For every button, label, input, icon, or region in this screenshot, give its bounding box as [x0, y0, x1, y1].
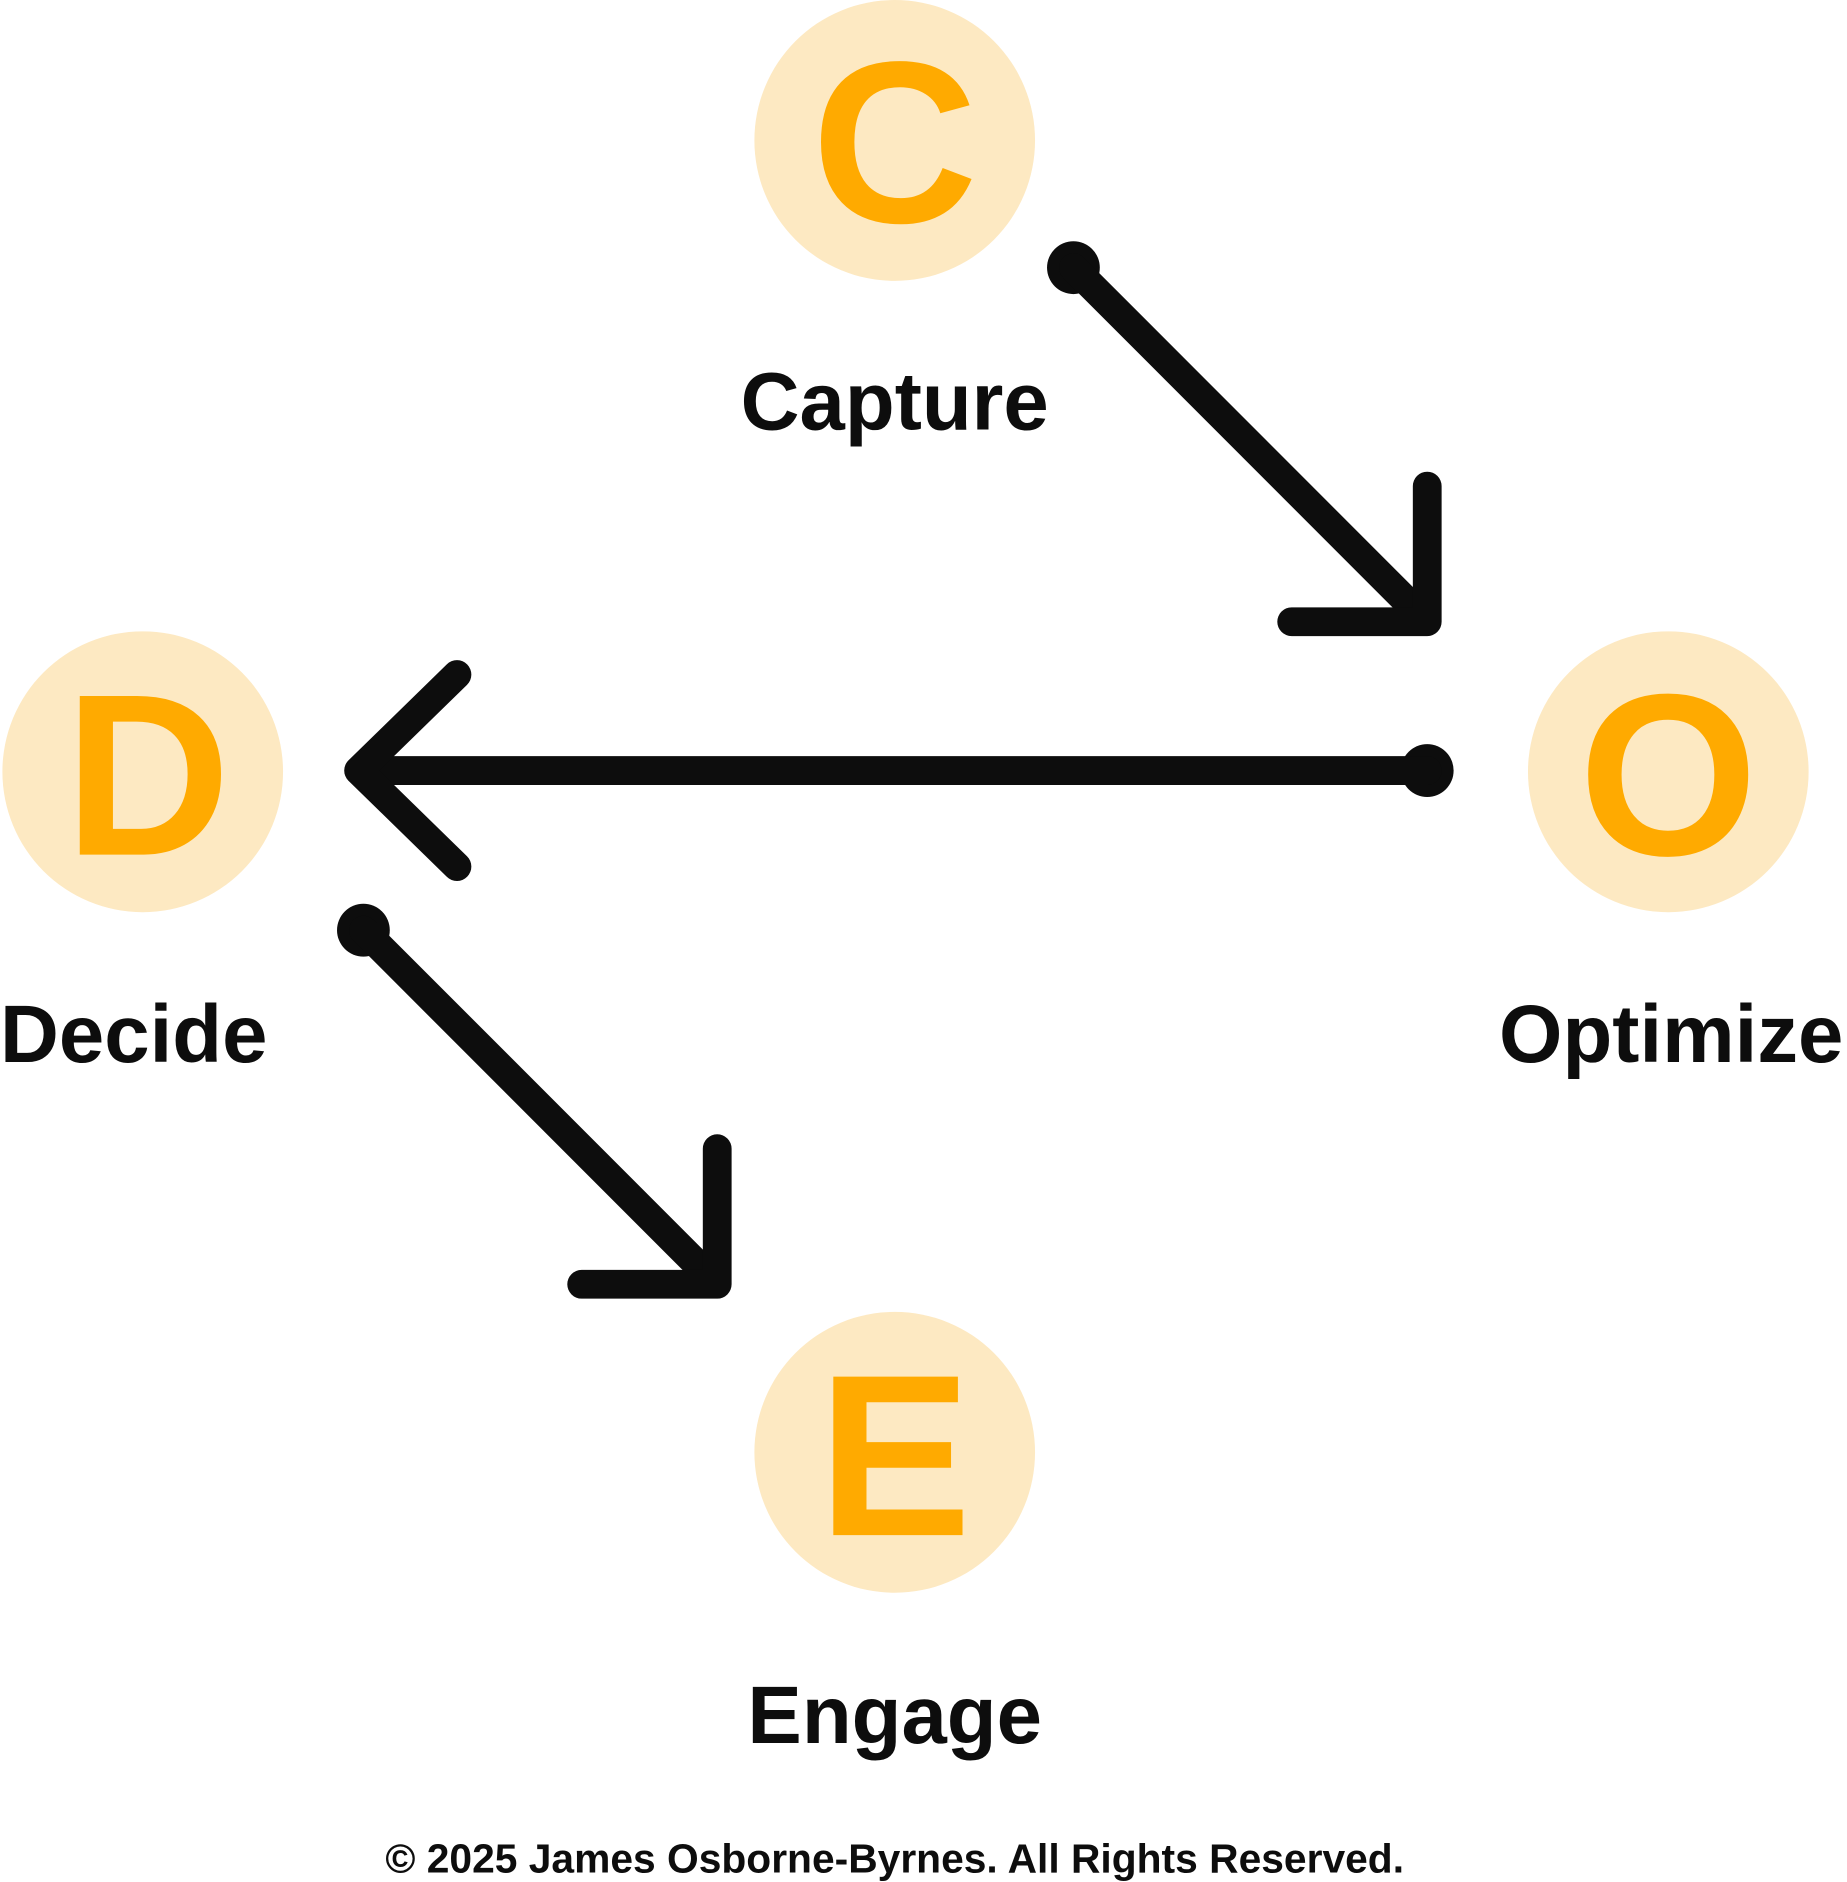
optimize-label: Optimize — [1499, 989, 1843, 1080]
capture-letter: C — [812, 13, 978, 271]
decide-letter: D — [64, 646, 230, 904]
node-capture: C Capture — [741, 0, 1049, 448]
capture-label: Capture — [741, 357, 1049, 448]
node-engage: E Engage — [747, 1311, 1042, 1761]
node-optimize: O Optimize — [1499, 631, 1843, 1080]
decide-label: Decide — [0, 989, 267, 1080]
engage-label: Engage — [747, 1670, 1042, 1761]
capture-circle — [754, 0, 1036, 281]
copyright-footer: © 2025 James Osborne-Byrnes. All Rights … — [385, 1835, 1404, 1881]
node-decide: D Decide — [0, 631, 284, 1080]
optimize-circle — [1527, 631, 1809, 913]
arrow-decide-to-engage — [337, 903, 732, 1299]
arrow-optimize-to-decide — [344, 660, 1454, 881]
optimize-letter: O — [1579, 646, 1758, 904]
decide-circle — [2, 631, 284, 913]
arrow-capture-to-optimize — [1047, 241, 1442, 637]
engage-letter: E — [818, 1326, 972, 1584]
engage-circle — [754, 1311, 1036, 1593]
